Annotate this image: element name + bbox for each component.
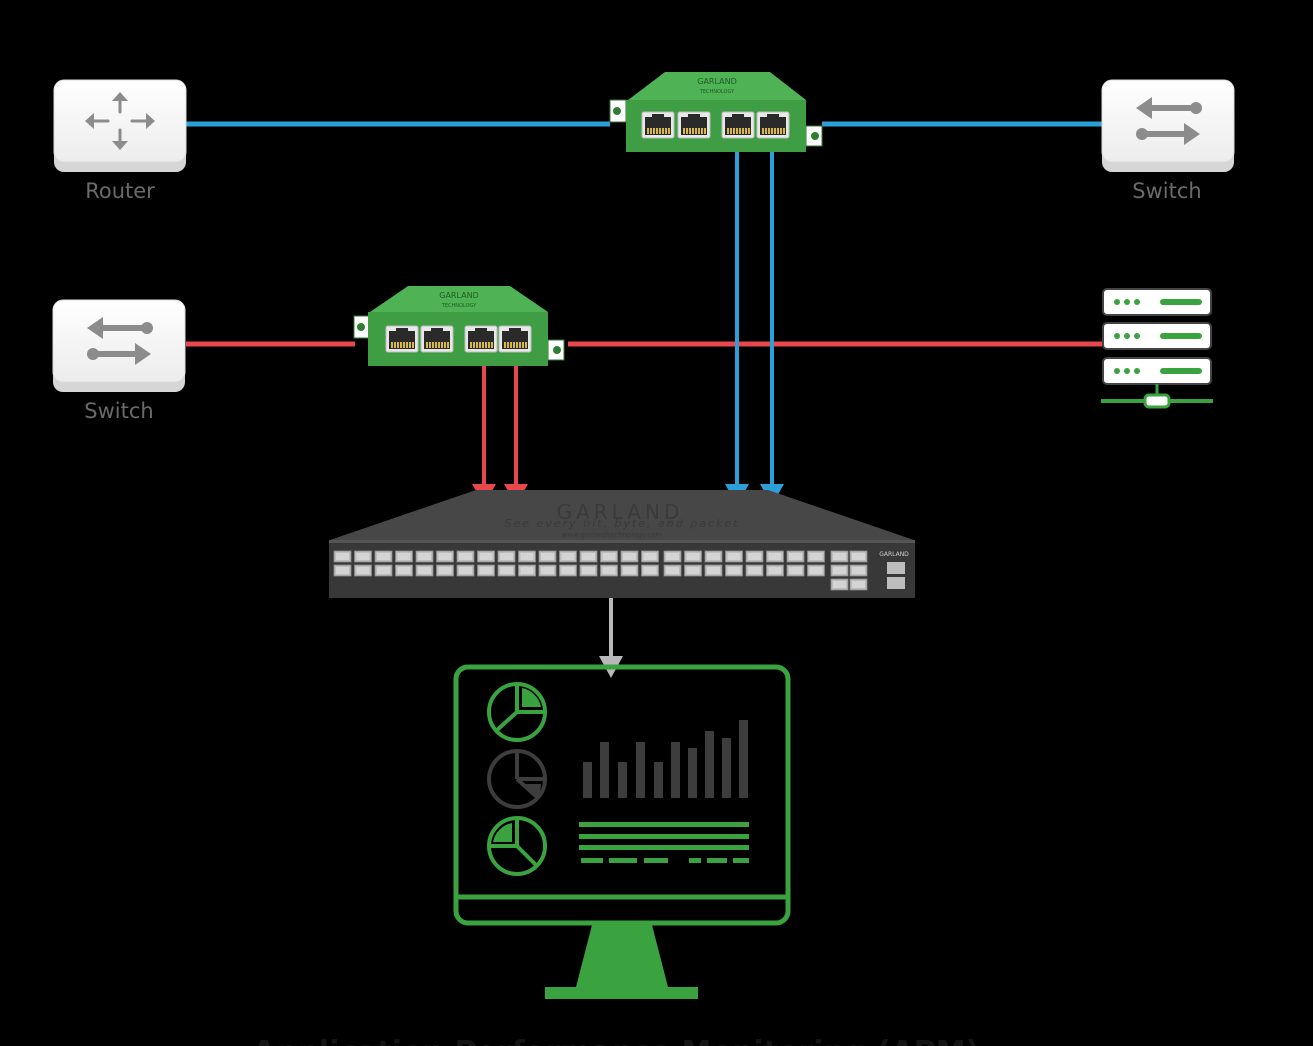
sfp-port [415,564,434,577]
qsfp-port [849,550,868,563]
sfp-port [725,550,743,563]
sfp-port [395,550,413,563]
sfp-port [436,564,454,577]
sfp-port [745,550,764,563]
sfp-port [374,564,393,577]
sfp-port [497,564,516,577]
bar-chart-icon [583,720,748,798]
monitor-port [756,111,790,139]
sfp-port [415,550,434,563]
switch-arrows-icon [87,317,153,365]
sfp-port [600,564,618,577]
sfp-port [354,550,372,563]
tap-brand: GARLAND [439,291,479,300]
sfp-port [766,564,784,577]
switch-top-label: Switch [1132,179,1201,203]
monitor-port [498,325,532,353]
sfp-port [456,550,475,563]
sfp-port [579,550,598,563]
pie-chart-icon [487,749,547,809]
sfp-port [538,564,557,577]
sfp-port [704,564,723,577]
sfp-port [559,550,577,563]
sfp-port [456,564,475,577]
sfp-port [725,564,743,577]
packet-broker-tagline: See every bit, byte, and packet [505,517,740,530]
network-port [677,111,711,139]
monitor-port [464,325,498,353]
qsfp-port [830,550,849,563]
qsfp-port [849,578,868,591]
sfp-port [684,564,702,577]
sfp-port [559,564,577,577]
sfp-port [477,550,495,563]
network-tap-top: GARLAND TECHNOLOGY [609,72,823,152]
packet-broker-url: www.garlandtechnology.com [562,531,663,539]
management-ports [887,562,905,589]
pie-chart-icon [487,816,547,876]
sfp-port [745,564,764,577]
sfp-port [538,550,557,563]
network-port [420,325,454,353]
network-port [385,325,419,353]
sfp-port [663,564,682,577]
sfp-port [807,564,825,577]
router-icon [85,92,155,150]
network-tap-bottom: GARLAND TECHNOLOGY [353,286,565,366]
sfp-port [333,550,352,563]
sfp-port [663,550,682,563]
packet-broker-brand: GARLAND [557,500,684,524]
switch-device-left: Switch [52,299,186,423]
sfp-port [684,550,702,563]
sfp-port [641,564,659,577]
sfp-port [374,550,393,563]
sfp-port [497,550,516,563]
sfp-port [518,564,536,577]
diagram-caption: Application Performance Monitoring (APM) [253,1035,980,1046]
blue-tap-feed-arrows [725,130,784,505]
sfp-port [620,564,639,577]
sfp-port [704,550,723,563]
sfp-port [579,564,598,577]
sfp-port [600,550,618,563]
sfp-port [354,564,372,577]
qsfp-port [830,578,849,591]
server-stack-icon [1101,288,1213,409]
monitor-port [721,111,755,139]
switch-arrows-icon [1136,97,1202,145]
sfp-port [333,564,352,577]
packet-broker: GARLAND See every bit, byte, and packet … [329,490,915,598]
sfp-port [518,550,536,563]
network-port [641,111,675,139]
switch-device-top: Switch [1101,79,1235,203]
pie-chart-icon [487,682,547,742]
sfp-port [807,550,825,563]
sfp-port [641,550,659,563]
sfp-port [395,564,413,577]
progress-lines-icon [579,822,749,863]
sfp-port [620,550,639,563]
sfp-port [786,550,805,563]
packet-broker-side-label: GARLAND [879,551,909,558]
monitor-dashboard-icon [453,664,791,999]
router-label: Router [85,179,155,203]
sfp-port [477,564,495,577]
sfp-port [786,564,805,577]
tap-brand: GARLAND [697,77,737,86]
tap-line: TECHNOLOGY [441,303,477,309]
switch-left-label: Switch [84,399,153,423]
sfp-port [436,550,454,563]
router-device: Router [53,79,187,203]
qsfp-port [849,564,868,577]
qsfp-port [830,564,849,577]
sfp-port [766,550,784,563]
tap-line: TECHNOLOGY [699,89,735,95]
